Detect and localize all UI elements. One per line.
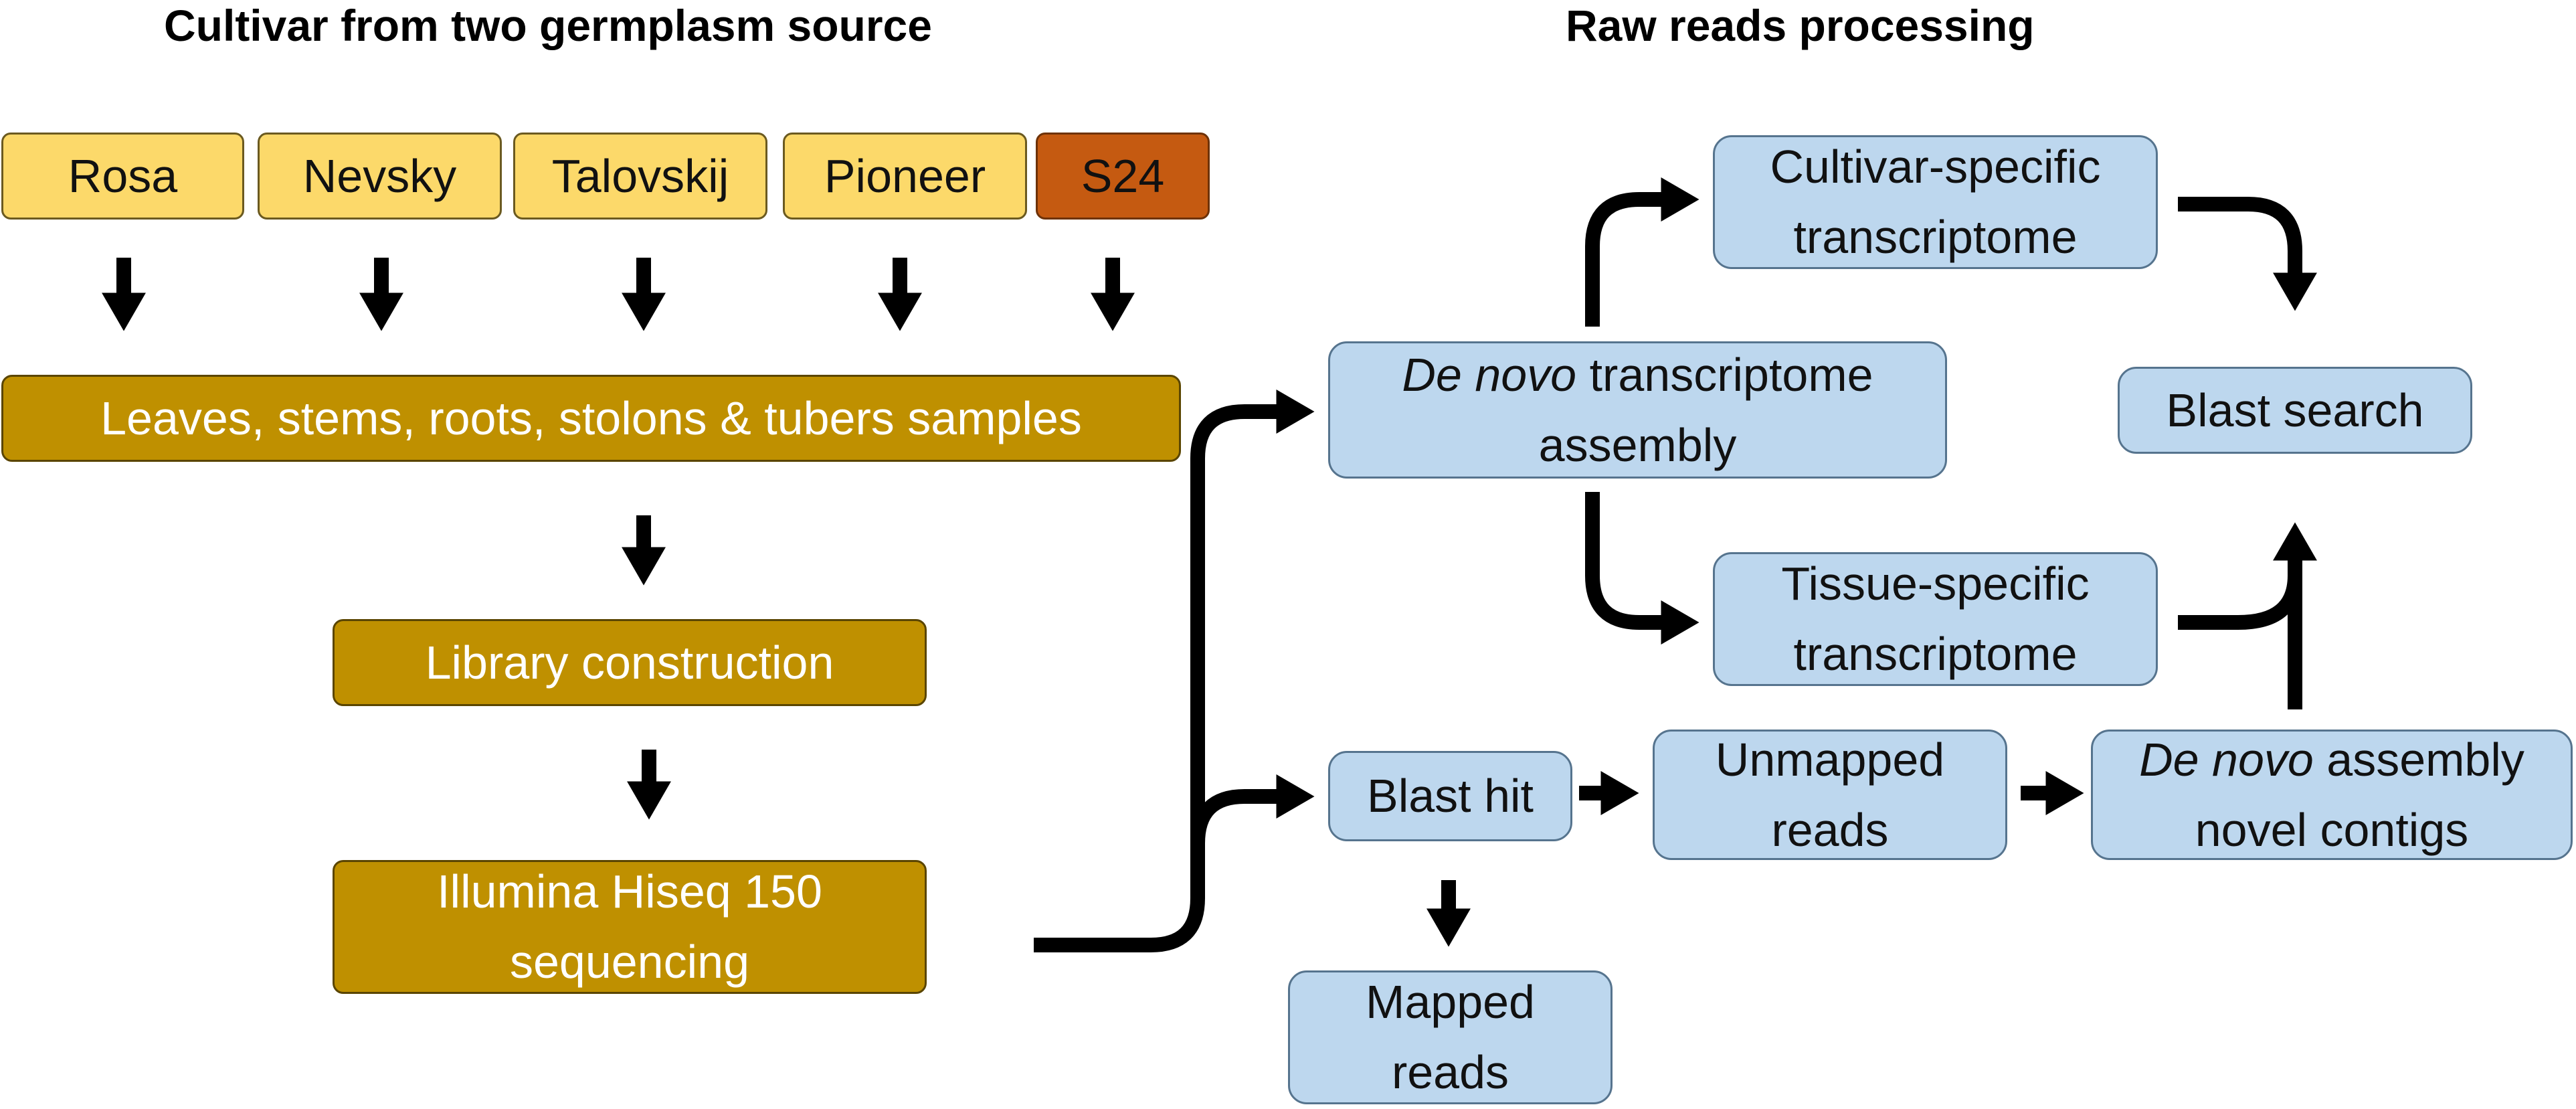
unmapped-line1: Unmapped	[1715, 733, 1945, 786]
sequencing-box: Illumina Hiseq 150 sequencing	[333, 860, 927, 994]
novel-italic: De novo	[2139, 733, 2314, 786]
library-label: Library construction	[425, 636, 834, 689]
arrow-denovo-cultivar	[1585, 177, 1699, 327]
cultivar-label: Pioneer	[824, 149, 986, 202]
samples-label: Leaves, stems, roots, stolons & tubers s…	[100, 392, 1082, 444]
cultivar-specific-line2: transcriptome	[1793, 211, 2078, 263]
novel-rest: assembly	[2313, 733, 2524, 786]
left-heading: Cultivar from two germplasm source	[164, 1, 932, 50]
arrow-denovo-tissue	[1585, 492, 1699, 645]
novel-contigs-box: De novo assembly novel contigs	[2091, 730, 2573, 860]
de-novo-italic: De novo	[1402, 348, 1577, 401]
arrow-cultivar-blastsearch	[2178, 197, 2317, 311]
cultivar-talovskij: Talovskij	[513, 133, 767, 220]
novel-line2: novel contigs	[2195, 803, 2469, 856]
tissue-specific-box: Tissue-specific transcriptome	[1713, 552, 2158, 686]
unmapped-line2: reads	[1771, 803, 1889, 856]
blast-hit-box: Blast hit	[1328, 751, 1572, 841]
cultivar-label: S24	[1081, 149, 1165, 202]
novel-line1: De novo assembly	[2139, 725, 2524, 795]
arrow-tissue-join	[2178, 575, 2302, 630]
samples-box: Leaves, stems, roots, stolons & tubers s…	[1, 375, 1181, 462]
library-box: Library construction	[333, 619, 927, 706]
sequencing-line1: Illumina Hiseq 150	[437, 865, 822, 918]
sequencing-line2: sequencing	[509, 936, 750, 988]
de-novo-line2: assembly	[1538, 418, 1737, 471]
arrow-sequencing-brace	[1034, 390, 1315, 952]
cultivar-specific-line1: Cultivar-specific	[1770, 141, 2101, 193]
blast-hit-label: Blast hit	[1367, 770, 1534, 822]
mapped-line1: Mapped	[1366, 976, 1535, 1028]
de-novo-rest: transcriptome	[1576, 348, 1873, 401]
mapped-reads-box: Mapped reads	[1288, 970, 1613, 1104]
blast-search-box: Blast search	[2118, 367, 2472, 454]
de-novo-line1: De novo transcriptome	[1402, 340, 1873, 410]
tissue-specific-line1: Tissue-specific	[1781, 558, 2090, 610]
de-novo-assembly-box: De novo transcriptome assembly	[1328, 341, 1947, 479]
cultivar-nevsky: Nevsky	[258, 133, 502, 220]
cultivar-pioneer: Pioneer	[783, 133, 1027, 220]
arrow-brace-blasthit	[1190, 774, 1315, 844]
cultivar-s24: S24	[1036, 133, 1210, 220]
right-heading: Raw reads processing	[1566, 1, 2035, 50]
tissue-specific-line2: transcriptome	[1793, 628, 2078, 680]
cultivar-specific-box: Cultivar-specific transcriptome	[1713, 135, 2158, 269]
cultivar-label: Nevsky	[302, 149, 457, 202]
blast-search-label: Blast search	[2166, 383, 2424, 436]
cultivar-label: Rosa	[68, 149, 178, 202]
mapped-line2: reads	[1391, 1046, 1509, 1098]
cultivar-rosa: Rosa	[1, 133, 244, 220]
cultivar-label: Talovskij	[551, 149, 729, 202]
unmapped-reads-box: Unmapped reads	[1653, 730, 2007, 860]
